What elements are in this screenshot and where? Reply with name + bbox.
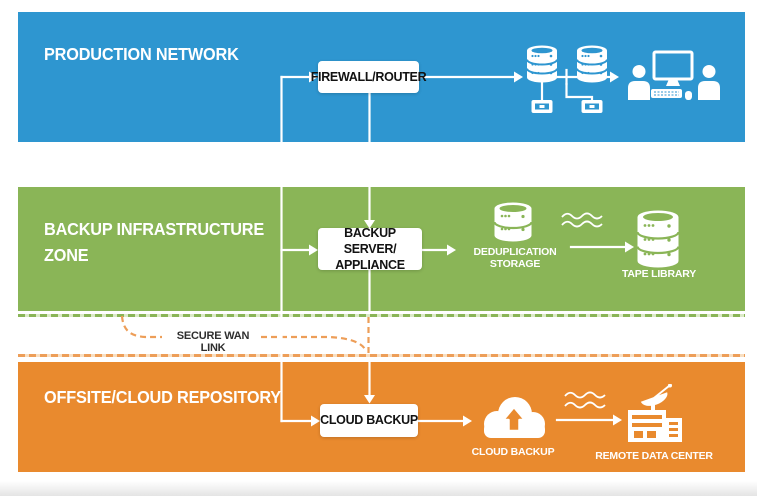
monitor-icon xyxy=(652,50,694,86)
label-cloud-backup: CLOUD BACKUP xyxy=(471,446,555,458)
wave-icon xyxy=(561,212,603,228)
network-node-icon xyxy=(531,100,553,113)
satellite-dish-icon xyxy=(640,384,672,411)
cloud-upload-icon xyxy=(484,397,545,438)
zone-title-production: PRODUCTION NETWORK xyxy=(44,44,239,64)
network-node-icon xyxy=(581,100,603,113)
deduplication-storage-icon xyxy=(493,202,533,242)
label-remote-data-center: REMOTE DATA CENTER xyxy=(595,450,713,462)
mouse-icon xyxy=(685,91,692,100)
label-deduplication-storage: DEDUPLICATION STORAGE xyxy=(473,246,557,270)
node-firewall-router: FIREWALL/ROUTER xyxy=(311,61,427,93)
workstation-users-icon xyxy=(628,50,720,100)
database-icon xyxy=(526,45,558,83)
label-tape-library: TAPE LIBRARY xyxy=(621,268,697,280)
secure-wan-link-label: SECURE WAN LINK xyxy=(176,330,250,354)
connector-arrows xyxy=(280,68,627,423)
tape-library-icon xyxy=(636,210,680,268)
bottom-edge-shadow xyxy=(0,481,757,496)
user-icon xyxy=(628,65,650,100)
zone-title-offsite: OFFSITE/CLOUD REPOSITORY xyxy=(44,387,281,407)
node-backup-server-appliance: BACKUP SERVER/ APPLIANCE xyxy=(318,226,422,272)
database-icon xyxy=(576,45,608,83)
data-center-icon xyxy=(628,384,682,442)
keyboard-icon xyxy=(651,89,682,98)
zone-title-backup: BACKUP INFRASTRUCTURE ZONE xyxy=(44,219,265,265)
wave-icon xyxy=(564,391,606,409)
arrowheads xyxy=(309,71,634,427)
user-icon xyxy=(698,65,720,100)
node-cloud-backup: CLOUD BACKUP xyxy=(320,404,418,437)
secure-wan-dashed-path xyxy=(120,315,370,356)
